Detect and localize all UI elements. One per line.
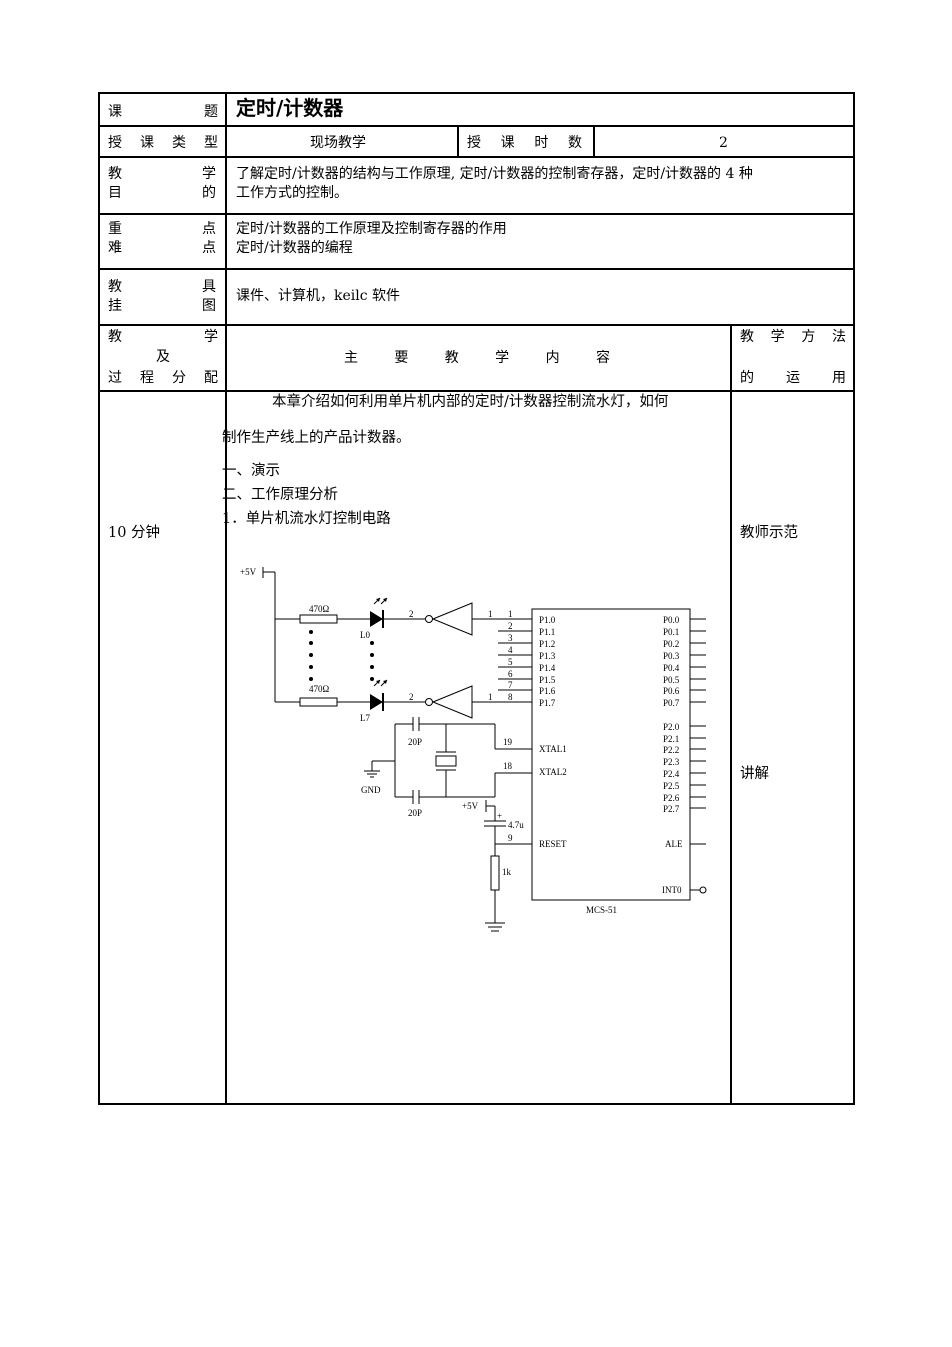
lesson-type-value: 现场教学 — [310, 135, 366, 151]
port1-label: P1.0 — [539, 615, 556, 625]
aids-label-right: 具图 — [202, 279, 216, 314]
port2-label: P2.1 — [663, 734, 679, 744]
buffer-pin-bottom: 1 — [488, 692, 493, 702]
port2-label: P2.3 — [663, 757, 680, 767]
port1-label: P1.6 — [539, 686, 556, 696]
goal-label-left: 教目 — [108, 166, 122, 201]
process-label-line3: 过程分配 — [108, 370, 218, 386]
supply-label-reset: +5V — [462, 801, 479, 811]
pin-number: 3 — [508, 633, 513, 643]
supply-label-top: +5V — [240, 567, 257, 577]
topic-label: 课题 — [108, 104, 218, 120]
key-label-right: 点点 — [202, 221, 216, 256]
pin-number: 7 — [508, 680, 513, 690]
pin-18-label: 18 — [503, 761, 513, 771]
aids-text: 课件、计算机，keilc 软件 — [236, 288, 401, 304]
port1-label: P1.3 — [539, 651, 556, 661]
method-explain: 讲解 — [740, 766, 769, 782]
pin-number: 5 — [508, 657, 513, 667]
buffer-pin-top: 1 — [488, 609, 493, 619]
aids-label-left: 教挂 — [108, 279, 122, 314]
cap-label-top: 20P — [408, 737, 422, 747]
resistor-label-top: 470Ω — [309, 604, 330, 614]
port1-label: P1.5 — [539, 675, 556, 685]
process-label-line1: 教学 — [108, 329, 218, 345]
resistor-label-bottom: 470Ω — [309, 684, 330, 694]
process-label-line2: 及 — [156, 349, 170, 365]
port0-label: P0.7 — [663, 698, 680, 708]
port2-label: P2.2 — [663, 745, 679, 755]
lesson-type-label: 授课类型 — [108, 135, 218, 151]
pin-19-label: 19 — [503, 737, 513, 747]
pin-number: 6 — [508, 669, 513, 679]
inverter-pin-top: 2 — [409, 609, 414, 619]
lesson-plan-table: 课题 定时/计数器 授课类型 现场教学 授课时数 2 教目 学的 了解定时/计数… — [98, 92, 855, 1105]
goal-text: 了解定时/计数器的结构与工作原理, 定时/计数器的控制寄存器，定时/计数器的 4… — [236, 166, 753, 201]
reset-label: RESET — [539, 839, 567, 849]
pin-number: 1 — [508, 609, 513, 619]
method-demo: 教师示范 — [740, 525, 798, 541]
section-demo: 一、演示 — [222, 463, 280, 479]
pin-number: 2 — [508, 621, 513, 631]
method-label-line1: 教学方法 — [740, 329, 846, 345]
cap-reset-label: 4.7u — [508, 820, 524, 830]
gnd-label: GND — [361, 785, 381, 795]
pin-number: 8 — [508, 692, 513, 702]
key-points-text: 定时/计数器的工作原理及控制寄存器的作用定时/计数器的编程 — [236, 221, 507, 256]
port1-label: P1.4 — [539, 663, 556, 673]
key-label-left: 重难 — [108, 221, 122, 256]
ale-label: ALE — [665, 839, 683, 849]
res-reset-label: 1k — [502, 867, 512, 877]
xtal1-label: XTAL1 — [539, 744, 567, 754]
method-label-line2: 的运用 — [740, 370, 846, 386]
int0-label: INT0 — [662, 885, 682, 895]
pin-9-label: 9 — [508, 833, 513, 843]
port0-label: P0.0 — [663, 615, 680, 625]
led-label-bottom: L7 — [360, 713, 370, 723]
port1-label: P1.7 — [539, 698, 556, 708]
time-allocation: 10 分钟 — [108, 525, 161, 541]
port1-label: P1.1 — [539, 627, 555, 637]
intro-line-1: 本章介绍如何利用单片机内部的定时/计数器控制流水灯，如何 — [272, 394, 669, 410]
port2-label: P2.4 — [663, 769, 680, 779]
port0-label: P0.3 — [663, 651, 680, 661]
port0-label: P0.4 — [663, 663, 680, 673]
cap-label-bottom: 20P — [408, 808, 422, 818]
port2-label: P2.6 — [663, 793, 680, 803]
topic-title: 定时/计数器 — [236, 96, 344, 120]
pin-number: 4 — [508, 645, 513, 655]
section-principle: 二、工作原理分析 — [222, 487, 338, 503]
led-label-top: L0 — [360, 630, 370, 640]
port0-label: P0.5 — [663, 675, 680, 685]
port2-label: P2.5 — [663, 781, 680, 791]
port2-label: P2.0 — [663, 722, 680, 732]
port1-label: P1.2 — [539, 639, 555, 649]
port2-label: P2.7 — [663, 804, 680, 814]
intro-line-2: 制作生产线上的产品计数器。 — [222, 430, 411, 446]
port0-label: P0.1 — [663, 627, 679, 637]
xtal2-label: XTAL2 — [539, 767, 567, 777]
goal-label-right: 学的 — [202, 166, 216, 201]
content-column-label: 主要教学内容 — [344, 350, 610, 366]
subsection-circuit: 1．单片机流水灯控制电路 — [222, 511, 391, 527]
lesson-hours-value: 2 — [719, 135, 728, 151]
chip-label: MCS-51 — [586, 905, 617, 915]
port0-label: P0.6 — [663, 686, 680, 696]
port0-label: P0.2 — [663, 639, 679, 649]
cap-polarity-label: + — [497, 811, 502, 821]
lesson-hours-label: 授课时数 — [467, 135, 582, 151]
inverter-pin-bottom: 2 — [409, 692, 414, 702]
